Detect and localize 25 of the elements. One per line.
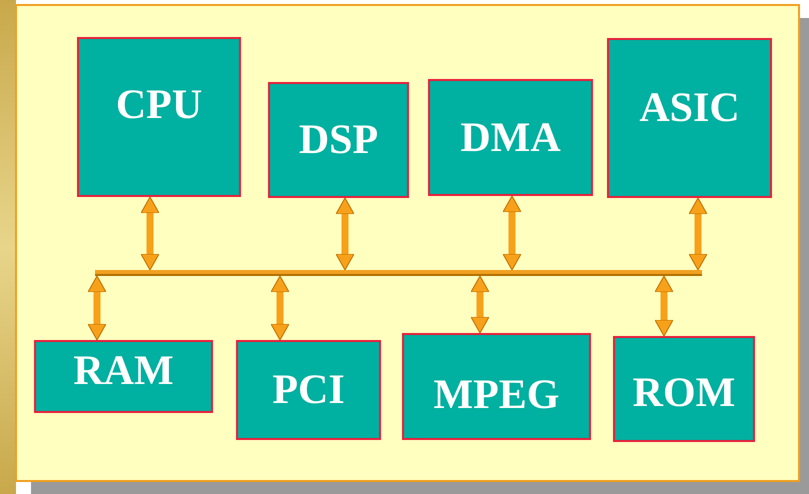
component-label: CPU [116, 84, 202, 126]
double-arrow [470, 276, 490, 334]
component-label: DMA [460, 116, 561, 158]
component-box [613, 336, 755, 442]
double-arrow [88, 276, 106, 340]
double-arrow [140, 196, 160, 270]
double-arrow [336, 198, 354, 270]
double-arrow [654, 276, 674, 336]
component-label: ASIC [639, 87, 740, 129]
double-arrow [502, 196, 522, 270]
component-label: ROM [632, 372, 736, 414]
component-box [236, 340, 381, 440]
component-label: DSP [298, 119, 378, 161]
double-arrow [270, 276, 290, 340]
component-box [402, 333, 591, 440]
component-label: PCI [272, 369, 345, 411]
bus-bar [95, 270, 702, 276]
component-label: MPEG [434, 374, 560, 416]
component-box [268, 82, 409, 198]
component-box [77, 37, 241, 197]
component-box [34, 340, 213, 413]
component-box [607, 38, 772, 198]
component-label: RAM [73, 350, 174, 392]
component-box [428, 79, 593, 196]
double-arrow [688, 198, 708, 270]
